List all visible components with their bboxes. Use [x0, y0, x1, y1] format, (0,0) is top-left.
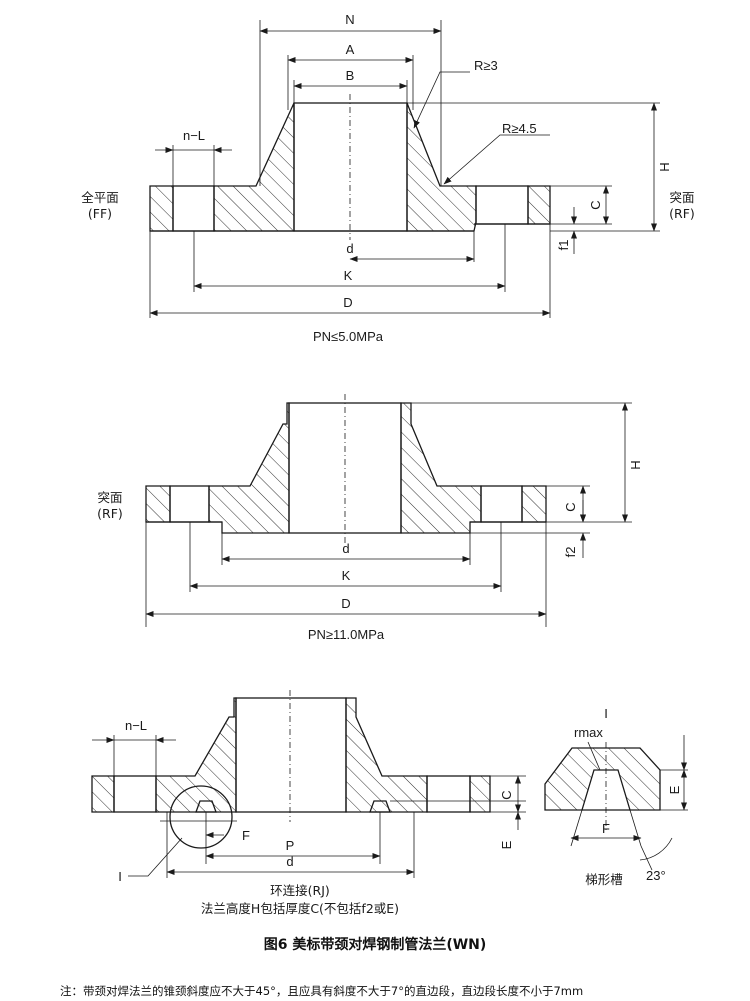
dim-k: K: [344, 268, 353, 283]
v3-dim-p: P: [286, 838, 295, 853]
detail-mark: I: [604, 706, 608, 721]
v3-dim-f: F: [242, 828, 250, 843]
label-r45: R≥4.5: [502, 121, 537, 136]
v3-dim-nl: n−L: [125, 718, 147, 733]
view1-labels: N A B n−L R≥3 R≥4.5 d K D H C f1 全平面 (FF…: [81, 12, 695, 344]
v2-dim-d-small: d: [342, 541, 349, 556]
v2-dim-d-large: D: [341, 596, 350, 611]
figure-caption: 图6 美标带颈对焊钢制管法兰(WN): [264, 936, 487, 953]
v2-dim-f2: f2: [563, 547, 578, 558]
v3-dim-c: C: [499, 790, 514, 799]
left-face-type: 全平面: [81, 190, 119, 205]
footnote: 注：带颈对焊法兰的锥颈斜度应不大于45°，且应具有斜度不大于7°的直边段，直边段…: [60, 984, 583, 998]
view2-labels: d K D H C f2 突面 (RF) PN≥11.0MPa: [97, 460, 643, 642]
detail-groove-label: 梯形槽: [585, 872, 623, 887]
v2-dim-k: K: [342, 568, 351, 583]
v3-detail-mark: I: [118, 869, 122, 884]
detail-angle: 23°: [646, 868, 666, 883]
dim-d-small: d: [346, 241, 353, 256]
dim-f1: f1: [556, 240, 571, 251]
v2-dim-h: H: [628, 460, 643, 469]
v3-rj-label: 环连接(RJ): [270, 883, 330, 898]
dim-n: N: [345, 12, 354, 27]
detail-labels: rmax I E F 23° 梯形槽: [574, 706, 682, 887]
dim-h: H: [657, 162, 672, 171]
detail-dim-e: E: [667, 785, 682, 794]
view2-section: [145, 394, 632, 627]
view1-section: [149, 20, 660, 318]
label-r3: R≥3: [474, 58, 498, 73]
dim-c: C: [588, 200, 603, 209]
dim-b: B: [346, 68, 355, 83]
dim-d-large: D: [343, 295, 352, 310]
detail-dim-f: F: [602, 821, 610, 836]
view2-pressure: PN≥11.0MPa: [308, 627, 385, 642]
v2-face-code: (RF): [97, 506, 123, 521]
left-face-code: (FF): [88, 206, 112, 221]
v2-dim-c: C: [563, 502, 578, 511]
view1-pressure: PN≤5.0MPa: [313, 329, 384, 344]
detail-rmax: rmax: [574, 725, 603, 740]
dim-nl: n−L: [183, 128, 205, 143]
view3-section: [91, 690, 526, 878]
dim-a: A: [346, 42, 355, 57]
v3-dim-d: d: [286, 854, 293, 869]
v2-face-type: 突面: [97, 490, 122, 505]
view3-labels: n−L F P d I C E 环连接(RJ) 法兰高度H包括厚度C(不包括f2…: [118, 718, 514, 916]
right-face-type: 突面: [669, 190, 694, 205]
v3-height-note: 法兰高度H包括厚度C(不包括f2或E): [201, 901, 399, 916]
v3-dim-e: E: [499, 840, 514, 849]
detail-i: [544, 735, 688, 871]
right-face-code: (RF): [669, 206, 695, 221]
